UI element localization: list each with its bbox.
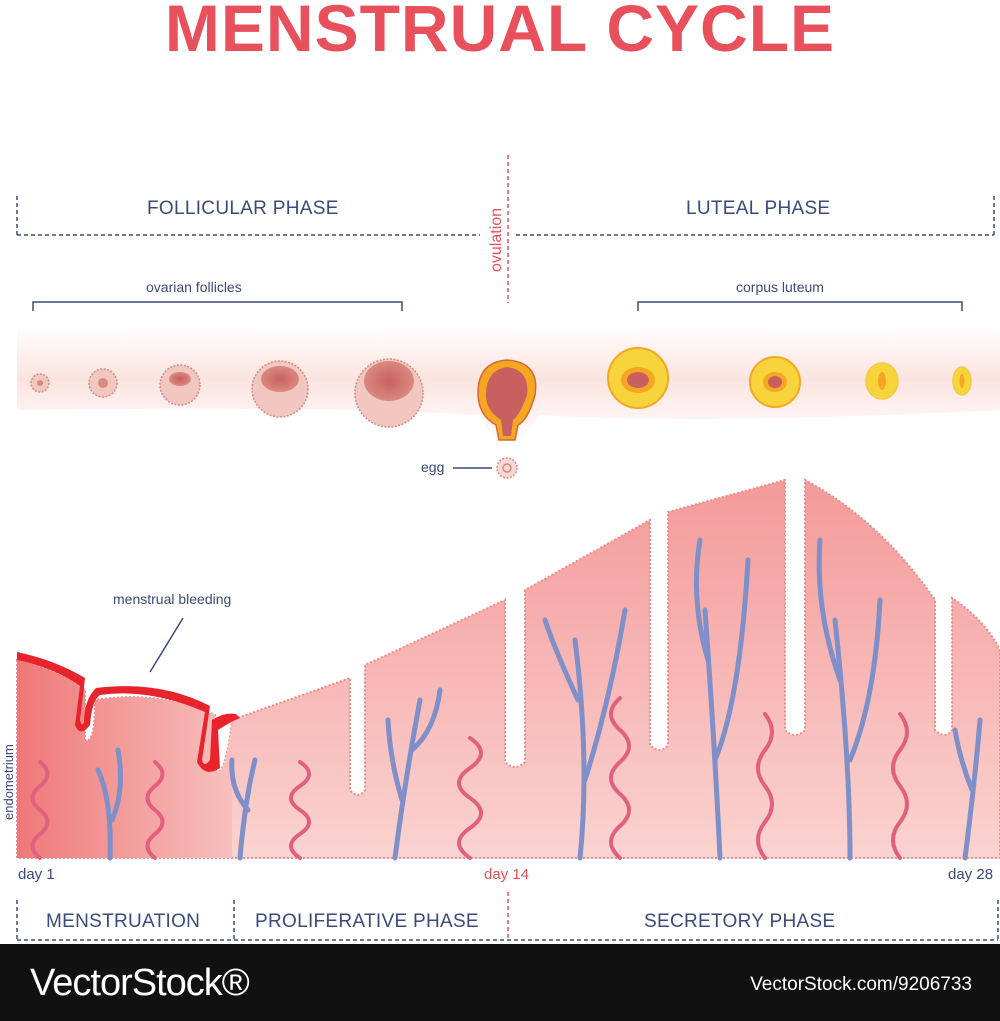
- follicle-5: [354, 358, 424, 428]
- luteal-phase-label: LUTEAL PHASE: [686, 198, 831, 219]
- secretory-phase-label: SECRETORY PHASE: [644, 911, 836, 932]
- menstrual-bleeding-label: menstrual bleeding: [113, 591, 232, 607]
- ovulation-label: ovulation: [488, 207, 505, 272]
- watermark-footer: VectorStock® VectorStock.com/9206733: [0, 944, 1000, 1021]
- corpus-luteum-label: corpus luteum: [736, 279, 824, 295]
- corpus-luteum-4: [952, 366, 972, 396]
- watermark-id: VectorStock.com/9206733: [750, 974, 972, 995]
- menstruation-label: MENSTRUATION: [46, 911, 201, 932]
- follicle-3: [159, 364, 201, 406]
- corpus-luteum-1: [607, 347, 669, 409]
- phase-bracket-bottom: [16, 900, 999, 941]
- corpus-luteum-3: [865, 362, 899, 400]
- ovarian-follicles-label: ovarian follicles: [146, 279, 242, 295]
- phase-bracket-top: [16, 196, 995, 236]
- page-title: MENSTRUAL CYCLE: [164, 0, 836, 65]
- egg-label: egg: [421, 459, 445, 475]
- follicle-4: [251, 360, 309, 418]
- follicle-2: [88, 368, 118, 398]
- veins: [95, 537, 983, 861]
- endometrium-menstrual-part: [17, 660, 232, 858]
- day-14-label: day 14: [484, 866, 530, 883]
- follicular-phase-label: FOLLICULAR PHASE: [147, 198, 339, 219]
- endometrium-label: endometrium: [1, 744, 16, 820]
- day-1-label: day 1: [18, 866, 55, 883]
- bleeding-pointer: [149, 617, 184, 673]
- spiral-arteries: [30, 696, 909, 860]
- watermark-brand: VectorStock®: [30, 962, 250, 1004]
- ovarian-follicles-bracket: [32, 301, 403, 311]
- menstrual-blood: [17, 652, 240, 772]
- proliferative-phase-label: PROLIFERATIVE PHASE: [255, 911, 479, 932]
- egg: [496, 457, 518, 479]
- corpus-luteum-bracket: [637, 301, 963, 311]
- corpus-luteum-2: [749, 356, 801, 408]
- ovulating-follicle: [477, 359, 537, 441]
- day-28-label: day 28: [948, 866, 994, 883]
- follicle-1: [30, 373, 50, 393]
